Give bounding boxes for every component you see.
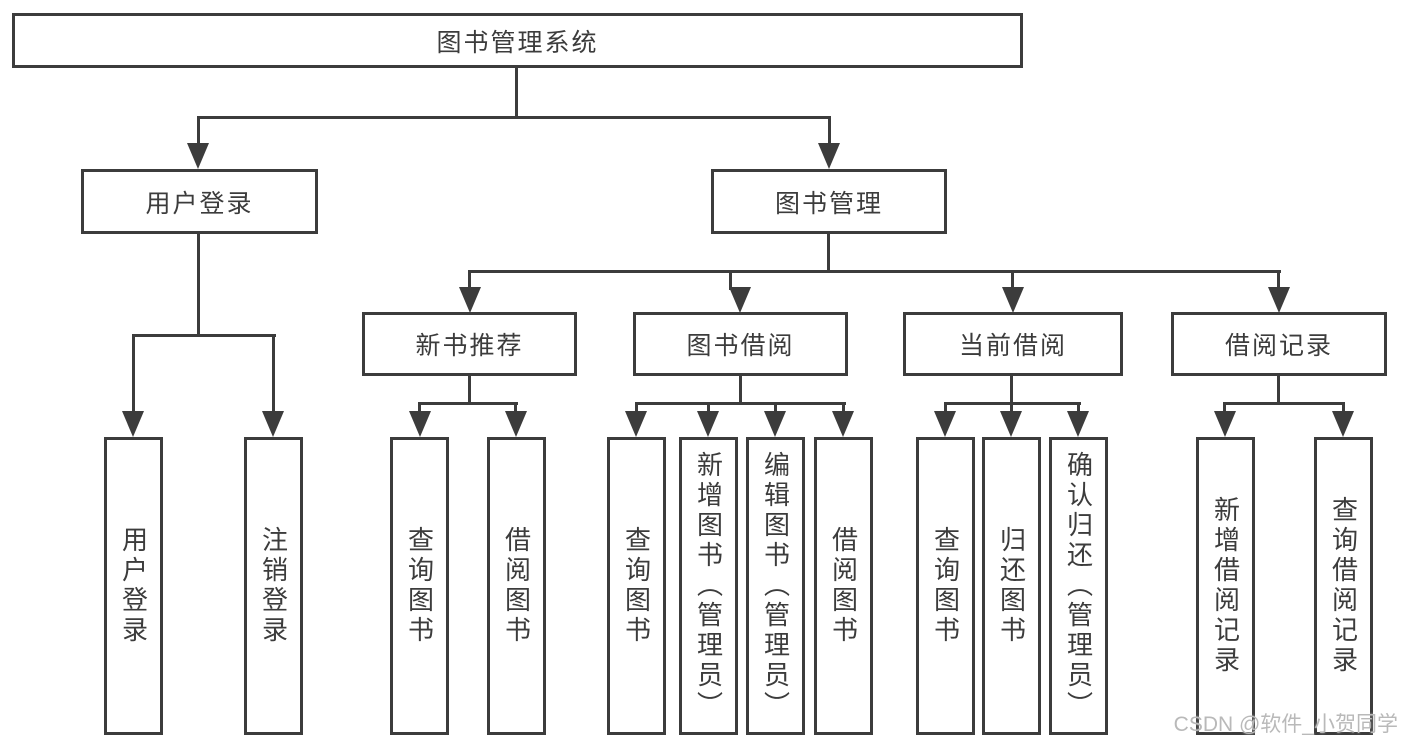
leaf-query-books-borrow: 查询图书 xyxy=(607,437,666,735)
leaf-label: 新增借阅记录 xyxy=(1210,496,1241,676)
connector-line xyxy=(1223,402,1345,405)
connector-line xyxy=(1277,373,1280,405)
leaf-query-books-recommend: 查询图书 xyxy=(390,437,449,735)
arrow-down-icon xyxy=(505,411,527,437)
connector-line xyxy=(739,373,742,405)
arrow-down-icon xyxy=(1214,411,1236,437)
leaf-return-books: 归还图书 xyxy=(982,437,1041,735)
leaf-label: 注销登录 xyxy=(258,526,289,646)
leaf-label: 借阅图书 xyxy=(828,526,859,646)
connector-line xyxy=(828,116,831,146)
connector-line xyxy=(418,402,421,414)
connector-line xyxy=(197,116,831,119)
connector-line xyxy=(468,373,471,405)
arrow-down-icon xyxy=(1002,287,1024,313)
node-new-book-recommendation: 新书推荐 xyxy=(362,312,577,376)
arrow-down-icon xyxy=(1268,287,1290,313)
node-label: 借阅记录 xyxy=(1224,332,1333,360)
arrow-down-icon xyxy=(625,411,647,437)
node-book-borrowing: 图书借阅 xyxy=(633,312,848,376)
node-label: 图书管理 xyxy=(774,189,883,218)
connector-line xyxy=(1011,270,1014,290)
connector-line xyxy=(197,232,200,337)
connector-line xyxy=(635,402,638,414)
connector-line xyxy=(842,402,845,414)
connector-line xyxy=(1010,373,1013,405)
leaf-confirm-return-admin: 确认归还（管理员） xyxy=(1049,437,1108,735)
arrow-down-icon xyxy=(697,411,719,437)
arrow-down-icon xyxy=(818,143,840,169)
leaf-label: 编辑图书（管理员） xyxy=(760,451,791,721)
arrow-down-icon xyxy=(1000,411,1022,437)
connector-line xyxy=(272,334,275,414)
leaf-add-books-admin: 新增图书（管理员） xyxy=(679,437,738,735)
arrow-down-icon xyxy=(409,411,431,437)
arrow-down-icon xyxy=(1332,411,1354,437)
leaf-borrow-books-recommend: 借阅图书 xyxy=(487,437,546,735)
connector-line xyxy=(197,116,200,146)
connector-line xyxy=(132,334,276,337)
leaf-label: 确认归还（管理员） xyxy=(1063,451,1094,721)
connector-line xyxy=(132,334,135,414)
arrow-down-icon xyxy=(262,411,284,437)
node-label: 用户登录 xyxy=(145,189,254,218)
leaf-label: 查询借阅记录 xyxy=(1328,496,1359,676)
node-borrowing-records: 借阅记录 xyxy=(1171,312,1387,376)
leaf-edit-books-admin: 编辑图书（管理员） xyxy=(746,437,805,735)
leaf-query-borrow-record: 查询借阅记录 xyxy=(1314,437,1373,735)
arrow-down-icon xyxy=(764,411,786,437)
arrow-down-icon xyxy=(934,411,956,437)
leaf-logout: 注销登录 xyxy=(244,437,303,735)
connector-line xyxy=(418,402,518,405)
connector-line xyxy=(468,270,1281,273)
leaf-query-books-current: 查询图书 xyxy=(916,437,975,735)
arrow-down-icon xyxy=(729,287,751,313)
node-book-management: 图书管理 xyxy=(711,169,947,234)
leaf-label: 用户登录 xyxy=(118,526,149,646)
node-label: 新书推荐 xyxy=(415,332,524,360)
node-library-management-system: 图书管理系统 xyxy=(12,13,1023,68)
arrow-down-icon xyxy=(1067,411,1089,437)
connector-line xyxy=(944,402,947,414)
connector-line xyxy=(1223,402,1226,414)
connector-line xyxy=(729,270,732,290)
node-current-borrowing: 当前借阅 xyxy=(903,312,1123,376)
connector-line xyxy=(514,402,517,414)
connector-line xyxy=(1277,270,1280,290)
connector-line xyxy=(827,232,830,273)
leaf-label: 借阅图书 xyxy=(501,526,532,646)
arrow-down-icon xyxy=(187,143,209,169)
arrow-down-icon xyxy=(832,411,854,437)
connector-line xyxy=(515,66,518,118)
node-label: 图书管理系统 xyxy=(436,28,599,57)
leaf-user-login: 用户登录 xyxy=(104,437,163,735)
leaf-borrow-books: 借阅图书 xyxy=(814,437,873,735)
connector-line xyxy=(1077,402,1080,414)
csdn-watermark: CSDN @软件_小贺同学 xyxy=(1173,713,1398,736)
leaf-add-borrow-record: 新增借阅记录 xyxy=(1196,437,1255,735)
node-label: 图书借阅 xyxy=(686,332,795,360)
leaf-label: 查询图书 xyxy=(930,526,961,646)
leaf-label: 查询图书 xyxy=(404,526,435,646)
connector-line xyxy=(774,402,777,414)
leaf-label: 查询图书 xyxy=(621,526,652,646)
leaf-label: 归还图书 xyxy=(996,526,1027,646)
leaf-label: 新增图书（管理员） xyxy=(693,451,724,721)
connector-line xyxy=(635,402,846,405)
arrow-down-icon xyxy=(459,287,481,313)
connector-line xyxy=(707,402,710,414)
node-user-login: 用户登录 xyxy=(81,169,318,234)
connector-line xyxy=(1010,402,1013,414)
connector-line xyxy=(468,270,471,290)
connector-line xyxy=(1342,402,1345,414)
arrow-down-icon xyxy=(122,411,144,437)
node-label: 当前借阅 xyxy=(958,332,1067,360)
